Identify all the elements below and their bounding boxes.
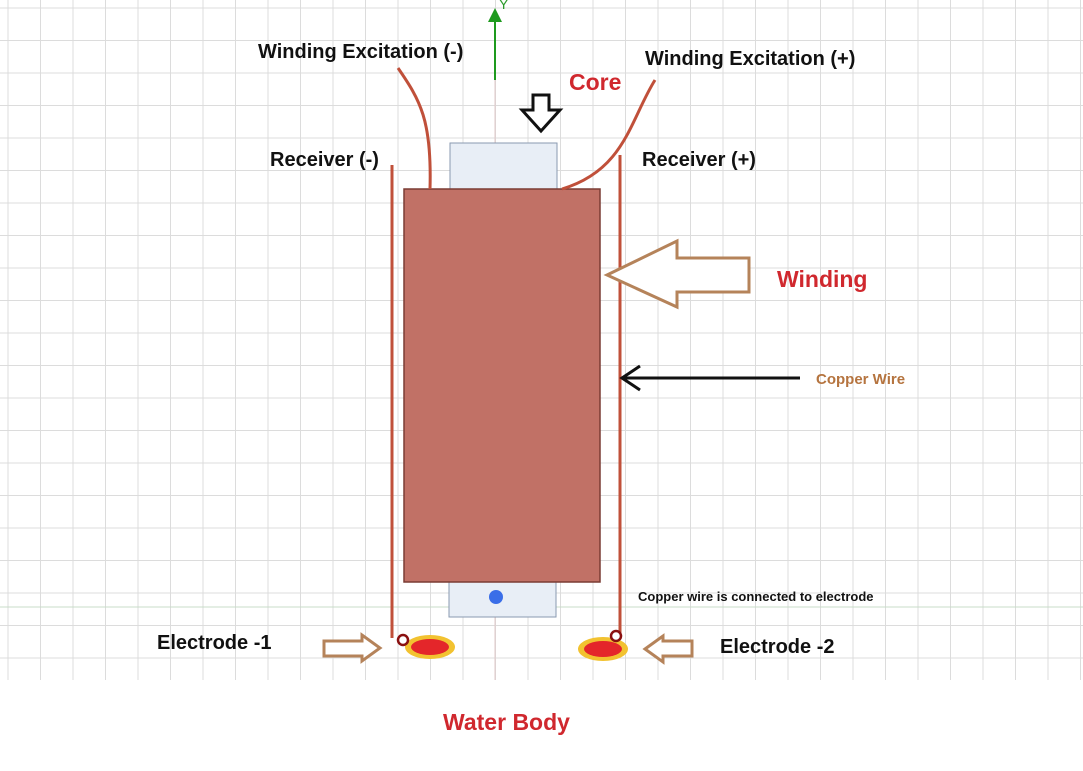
water-body-label: Water Body xyxy=(443,709,570,735)
electrode-2 xyxy=(584,641,622,657)
core-label: Core xyxy=(569,69,622,95)
receiver-neg-label: Receiver (-) xyxy=(270,149,379,171)
electrode-1 xyxy=(411,639,449,655)
left-arrow-icon xyxy=(603,238,751,310)
winding-excitation-neg-label: Winding Excitation (-) xyxy=(258,41,464,63)
winding-label: Winding xyxy=(777,266,868,292)
electrode-2-label: Electrode -2 xyxy=(720,636,835,658)
left-arrow-icon xyxy=(642,633,694,665)
winding-excitation-pos-label: Winding Excitation (+) xyxy=(645,48,856,70)
excitation-neg-wire xyxy=(396,67,432,190)
right-arrow-icon xyxy=(322,632,383,664)
copper-note-label: Copper wire is connected to electrode xyxy=(638,589,874,604)
y-axis-arrow-icon xyxy=(488,8,502,22)
excitation-pos-wire xyxy=(561,79,657,191)
axis-origin-marker xyxy=(489,590,503,604)
receiver-pos-label: Receiver (+) xyxy=(642,149,756,171)
winding-body xyxy=(403,188,601,583)
electrode-1-label: Electrode -1 xyxy=(157,632,272,654)
core-top xyxy=(449,142,558,192)
electrode-2-connection xyxy=(609,629,623,643)
down-arrow-icon xyxy=(518,93,564,134)
left-arrow-icon xyxy=(619,364,641,392)
electrode-1-connection xyxy=(396,633,410,647)
y-axis-label: Y xyxy=(499,0,509,12)
copper-wire-label: Copper Wire xyxy=(816,371,906,388)
